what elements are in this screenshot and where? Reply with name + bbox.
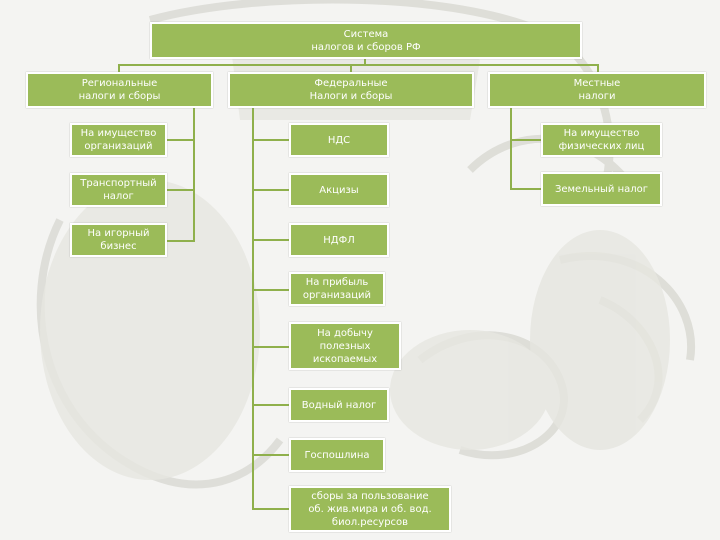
connector-federal-7: [252, 454, 290, 456]
connector-local-2: [510, 188, 542, 190]
connector-to-regional: [118, 64, 120, 73]
local-item-property: На имущество физических лиц: [541, 123, 662, 157]
federal-item-water: Водный налог: [289, 388, 389, 422]
connector-regional-1: [166, 139, 194, 141]
federal-item-state-duty: Госпошлина: [289, 438, 385, 472]
connector-regional-3: [166, 240, 194, 242]
local-item-land: Земельный налог: [541, 172, 662, 206]
federal-item-mining: На добычу полезных ископаемых: [289, 322, 401, 370]
federal-item-excise: Акцизы: [289, 173, 389, 207]
connector-federal-2: [252, 189, 290, 191]
connector-federal-8: [252, 508, 290, 510]
category-federal: Федеральные Налоги и сборы: [228, 72, 474, 108]
connector-federal-5: [252, 346, 290, 348]
category-local: Местные налоги: [488, 72, 706, 108]
connector-regional-2: [166, 189, 194, 191]
category-regional: Региональные налоги и сборы: [26, 72, 213, 108]
connector-federal-6: [252, 404, 290, 406]
connector-federal-4: [252, 289, 290, 291]
connector-top-horizontal: [118, 64, 598, 66]
connector-local-trunk: [510, 106, 512, 190]
root-node: Система налогов и сборов РФ: [150, 22, 582, 59]
federal-item-profit: На прибыль организаций: [289, 272, 385, 306]
federal-item-ndfl: НДФЛ: [289, 223, 389, 257]
connector-federal-trunk: [252, 106, 254, 510]
connector-federal-3: [252, 239, 290, 241]
connector-root: [364, 57, 366, 65]
federal-item-wildlife-fees: сборы за пользование об. жив.мира и об. …: [289, 486, 451, 532]
federal-item-vat: НДС: [289, 123, 389, 157]
connector-federal-1: [252, 139, 290, 141]
connector-to-federal: [350, 64, 352, 73]
regional-item-property: На имущество организаций: [70, 123, 167, 157]
regional-item-transport: Транспортный налог: [70, 173, 167, 207]
connector-to-local: [597, 64, 599, 73]
connector-regional-trunk: [193, 106, 195, 242]
connector-local-1: [510, 139, 542, 141]
regional-item-gambling: На игорный бизнес: [70, 223, 167, 257]
